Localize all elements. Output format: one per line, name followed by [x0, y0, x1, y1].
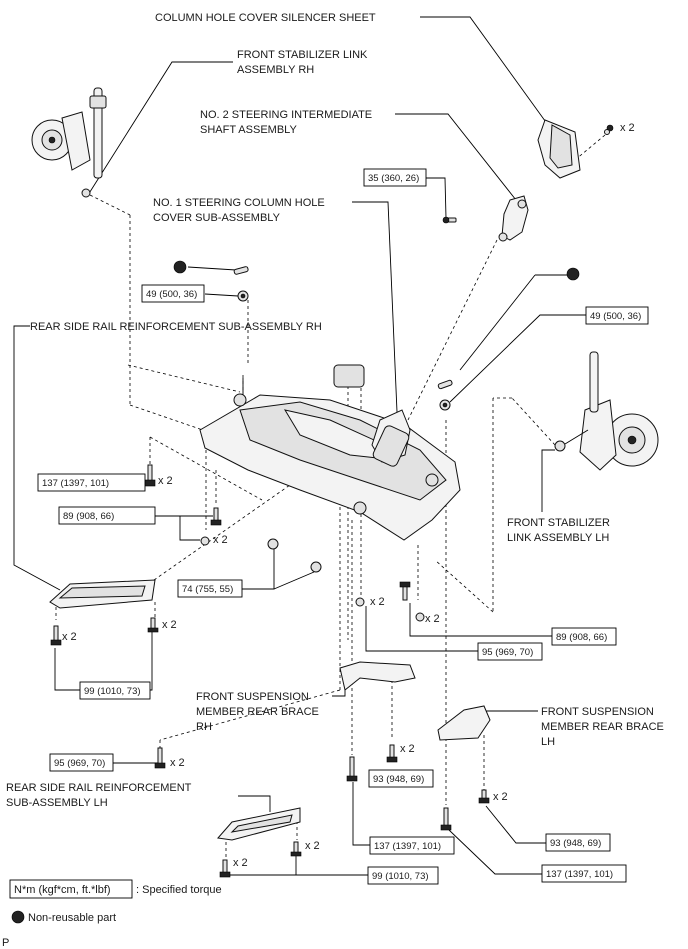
corner-mark: P — [2, 937, 9, 949]
svg-text:137 (1397, 101): 137 (1397, 101) — [546, 869, 613, 880]
svg-text:74 (755, 55): 74 (755, 55) — [182, 584, 233, 595]
qty-bolt-93-right: x 2 — [493, 791, 508, 803]
qty-nut-89-left: x 2 — [213, 534, 228, 546]
qty-bolt-99-lh-b: x 2 — [305, 840, 320, 852]
label-silencer-sheet: COLUMN HOLE COVER SILENCER SHEET — [155, 12, 376, 24]
legend-nonreusable: Non-reusable part — [28, 912, 116, 924]
torque-box-93-mid: 93 (948, 69) — [368, 769, 434, 788]
qty-nut-95-right: x 2 — [370, 596, 385, 608]
qty-bolt-95-left: x 2 — [170, 757, 185, 769]
torque-box-95-left: 95 (969, 70) — [49, 753, 114, 772]
intermediate-shaft — [442, 195, 529, 242]
svg-text:137 (1397, 101): 137 (1397, 101) — [42, 478, 109, 489]
svg-text:89 (908, 66): 89 (908, 66) — [63, 511, 114, 522]
qty-silencer-clip: x 2 — [620, 122, 635, 134]
legend-torque-unit: N*m (kgf*cm, ft.*lbf) — [14, 884, 111, 896]
part-labels: COLUMN HOLE COVER SILENCER SHEET FRONT S… — [6, 12, 664, 809]
knuckle-lh — [554, 351, 659, 471]
qty-bolt-93-mid: x 2 — [400, 743, 415, 755]
torque-box-35: 35 (360, 26) — [363, 168, 427, 187]
svg-text:35 (360, 26): 35 (360, 26) — [368, 173, 419, 184]
label-stabilizer-link-rh: FRONT STABILIZER LINK — [237, 49, 368, 61]
assembly-dashed-lines — [55, 134, 606, 858]
label-rear-side-rail-lh: REAR SIDE RAIL REINFORCEMENT — [6, 782, 192, 794]
quantity-markers: x 2 x 2 x 2 x 2 x 2 x 2 x 2 x 2 x 2 x 2 … — [62, 122, 635, 869]
svg-text:95 (969, 70): 95 (969, 70) — [482, 647, 533, 658]
legend: N*m (kgf*cm, ft.*lbf) : Specified torque… — [2, 879, 222, 949]
label-rear-side-rail-lh-2: SUB-ASSEMBLY LH — [6, 797, 108, 809]
qty-bolt-137-top: x 2 — [158, 475, 173, 487]
label-brace-rh: FRONT SUSPENSION — [196, 691, 309, 703]
label-stabilizer-link-lh: FRONT STABILIZER — [507, 517, 610, 529]
svg-text:99 (1010, 73): 99 (1010, 73) — [372, 871, 429, 882]
label-brace-lh: FRONT SUSPENSION — [541, 706, 654, 718]
rear-side-rail-lh — [217, 807, 302, 878]
svg-text:99 (1010, 73): 99 (1010, 73) — [84, 686, 141, 697]
bolts-nuts-left — [144, 464, 425, 622]
nuts-and-bullets — [173, 260, 580, 411]
torque-box-137-top: 137 (1397, 101) — [37, 473, 146, 492]
label-brace-rh-3: RH — [196, 721, 212, 733]
torque-specs: 35 (360, 26) 49 (500, 36) 49 (500, 36) 1… — [37, 168, 649, 885]
svg-text:95 (969, 70): 95 (969, 70) — [54, 758, 105, 769]
silencer-sheet — [537, 119, 614, 179]
label-brace-lh-2: MEMBER REAR BRACE — [541, 721, 664, 733]
label-intermediate-shaft: NO. 2 STEERING INTERMEDIATE — [200, 109, 372, 121]
svg-text:49 (500, 36): 49 (500, 36) — [146, 289, 197, 300]
qty-bolt-99-lh-a: x 2 — [233, 857, 248, 869]
torque-box-93-right: 93 (948, 69) — [545, 833, 611, 852]
brace-lh — [437, 705, 491, 831]
label-intermediate-shaft-2: SHAFT ASSEMBLY — [200, 124, 297, 136]
label-column-hole-cover-2: COVER SUB-ASSEMBLY — [153, 212, 281, 224]
qty-bolt-99-left-a: x 2 — [62, 631, 77, 643]
svg-text:93 (948, 69): 93 (948, 69) — [373, 774, 424, 785]
torque-box-89-right: 89 (908, 66) — [551, 627, 617, 646]
qty-bolt-99-left-b: x 2 — [162, 619, 177, 631]
label-stabilizer-link-lh-2: LINK ASSEMBLY LH — [507, 532, 609, 544]
svg-text:137 (1397, 101): 137 (1397, 101) — [374, 841, 441, 852]
front-suspension-member — [199, 364, 461, 541]
label-stabilizer-link-rh-2: ASSEMBLY RH — [237, 64, 314, 76]
label-brace-rh-2: MEMBER REAR BRACE — [196, 706, 319, 718]
bolt-95-left — [154, 747, 166, 769]
torque-box-89-left: 89 (908, 66) — [58, 506, 156, 525]
legend-torque-desc: : Specified torque — [136, 884, 222, 896]
svg-text:49 (500, 36): 49 (500, 36) — [590, 311, 641, 322]
torque-box-74: 74 (755, 55) — [177, 579, 243, 598]
label-rear-side-rail-rh: REAR SIDE RAIL REINFORCEMENT SUB-ASSEMBL… — [30, 321, 322, 333]
svg-text:89 (908, 66): 89 (908, 66) — [556, 632, 607, 643]
label-brace-lh-3: LH — [541, 736, 555, 748]
knuckle-rh — [31, 87, 107, 198]
torque-box-137-mid: 137 (1397, 101) — [369, 836, 455, 855]
rear-side-rail-rh — [49, 579, 159, 646]
qty-nut-89-right: x 2 — [425, 613, 440, 625]
nonreusable-bullet-icon — [11, 910, 25, 924]
torque-box-99-top: 99 (1010, 73) — [79, 681, 151, 700]
torque-box-49-rh: 49 (500, 36) — [141, 284, 205, 303]
torque-box-99-bottom: 99 (1010, 73) — [367, 866, 439, 885]
legend-torque-box — [9, 879, 133, 899]
torque-box-95-right: 95 (969, 70) — [477, 642, 543, 661]
torque-box-137-right: 137 (1397, 101) — [541, 864, 627, 883]
torque-box-49-lh: 49 (500, 36) — [585, 306, 649, 325]
brace-rh — [339, 661, 416, 782]
label-column-hole-cover: NO. 1 STEERING COLUMN HOLE — [153, 197, 325, 209]
svg-text:93 (948, 69): 93 (948, 69) — [550, 838, 601, 849]
